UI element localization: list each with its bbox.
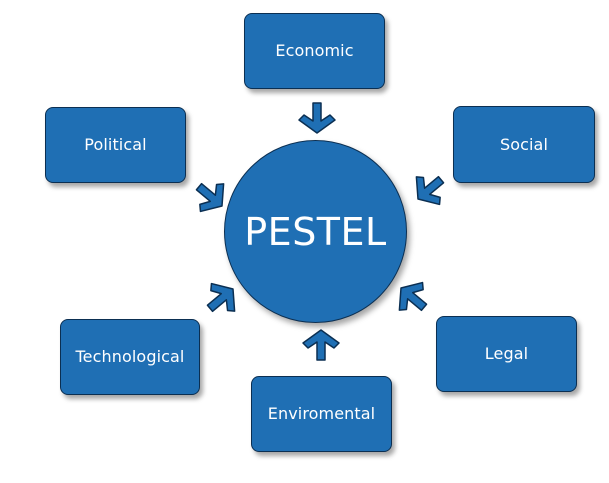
pestel-center-circle: PESTEL [224, 140, 407, 323]
factor-economic-label: Economic [275, 41, 354, 60]
factor-legal: Legal [436, 316, 577, 392]
factor-enviromental-label: Enviromental [267, 404, 376, 423]
arrow-icon-legal [388, 273, 437, 322]
factor-technological-label: Technological [75, 347, 185, 366]
arrow-icon-technological [197, 274, 246, 323]
arrow-icon-social [405, 165, 454, 214]
factor-technological: Technological [60, 319, 200, 395]
factor-political-label: Political [84, 135, 147, 154]
arrow-icon-economic [298, 102, 336, 134]
factor-legal-label: Legal [484, 344, 529, 363]
factor-social-label: Social [499, 134, 549, 154]
arrow-icon-enviromental [302, 329, 340, 361]
center-label: PESTEL [244, 209, 387, 254]
factor-political: Political [45, 107, 186, 183]
factor-social: Social [453, 106, 595, 183]
factor-economic: Economic [244, 13, 385, 89]
factor-enviromental: Enviromental [251, 376, 392, 452]
